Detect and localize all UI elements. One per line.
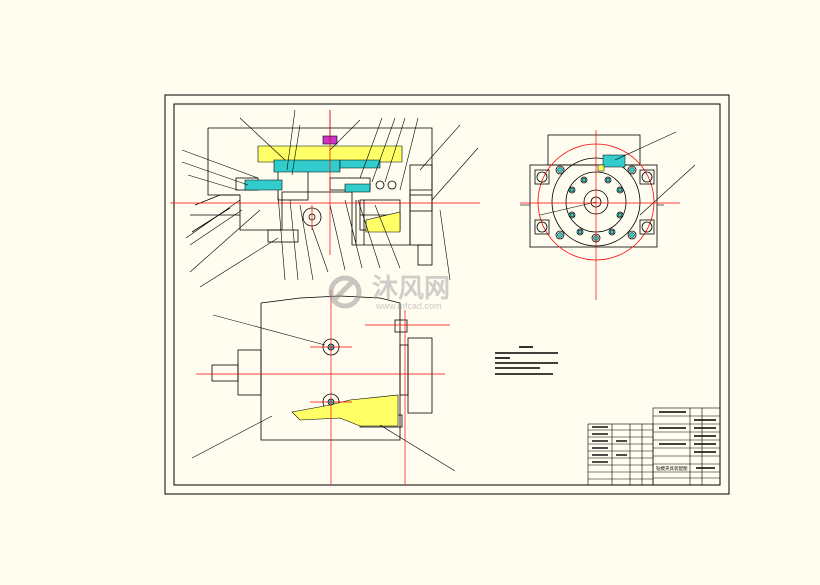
- technical-notes: [495, 346, 558, 375]
- mfcad-logo-icon: [328, 275, 362, 309]
- side-view: [529, 134, 658, 261]
- side-view-centerlines: [520, 130, 680, 300]
- top-view-centerlines: [196, 290, 450, 485]
- watermark: 沐风网 www.mfcad.com: [328, 274, 450, 311]
- front-view-highlights: [244, 135, 403, 233]
- sheet-border: [164, 94, 730, 495]
- title-block-label: 钻模夹具装配图: [656, 465, 688, 472]
- top-view-leaders: [191, 314, 456, 472]
- top-view: [211, 295, 433, 441]
- front-view-centerlines: [170, 110, 480, 255]
- watermark-url: www.mfcad.com: [375, 301, 442, 311]
- watermark-brand: 沐风网: [372, 274, 450, 304]
- parts-list-fill: [592, 411, 716, 469]
- side-view-leaders: [520, 131, 696, 216]
- top-view-highlights: [291, 343, 399, 427]
- parts-list-table: [587, 407, 721, 486]
